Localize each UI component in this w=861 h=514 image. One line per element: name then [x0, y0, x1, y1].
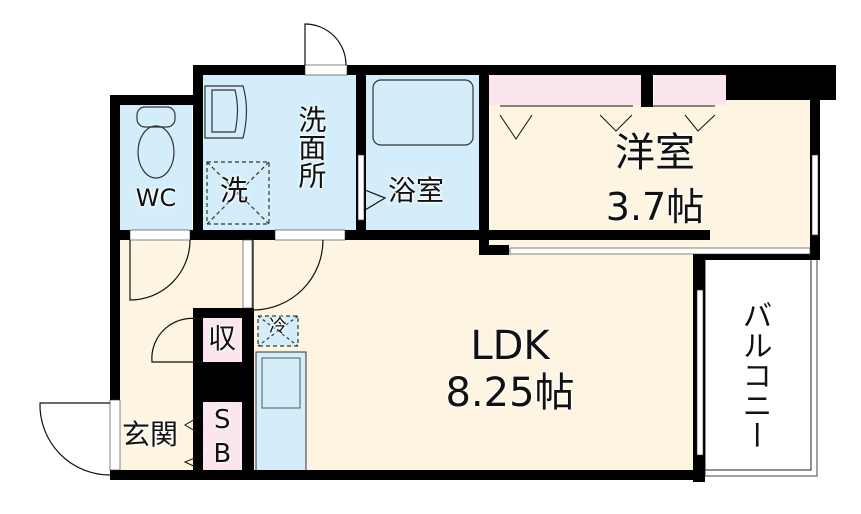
- washer-space: [206, 161, 270, 225]
- closet-fill-1: [489, 73, 641, 105]
- washroom-label: 洗面所: [294, 105, 328, 189]
- doors: [39, 23, 387, 476]
- wc-label: WC: [135, 184, 177, 212]
- storage-label: 収: [207, 322, 236, 355]
- western-room-size: 3.7帖: [605, 185, 705, 229]
- shoebox-fill: [202, 402, 242, 474]
- closet-fill-2: [654, 73, 726, 105]
- toilet-bowl: [137, 125, 175, 179]
- ldk-size: 8.25帖: [445, 370, 575, 416]
- bathtub: [372, 79, 474, 146]
- balcony-outline: [704, 257, 818, 477]
- entrance-label: 玄関: [122, 418, 179, 451]
- wc-floor: [120, 104, 192, 230]
- shoebox-label: SB: [207, 405, 238, 473]
- closet-doors: [183, 105, 716, 471]
- western-room-floor: [488, 100, 810, 252]
- bathroom-label: 浴室: [388, 174, 445, 207]
- ldk-label: LDK: [470, 323, 550, 369]
- sink: [204, 85, 248, 139]
- storage-fill: [202, 318, 242, 362]
- fridge-label: 冷: [269, 316, 287, 337]
- kitchen-counter: [255, 351, 307, 475]
- washer-label: 洗: [220, 174, 249, 207]
- western-room-label: 洋室: [615, 130, 695, 176]
- balcony-label: バルコニー: [736, 300, 772, 450]
- toilet-tank: [136, 106, 176, 128]
- bathroom-floor: [365, 74, 479, 230]
